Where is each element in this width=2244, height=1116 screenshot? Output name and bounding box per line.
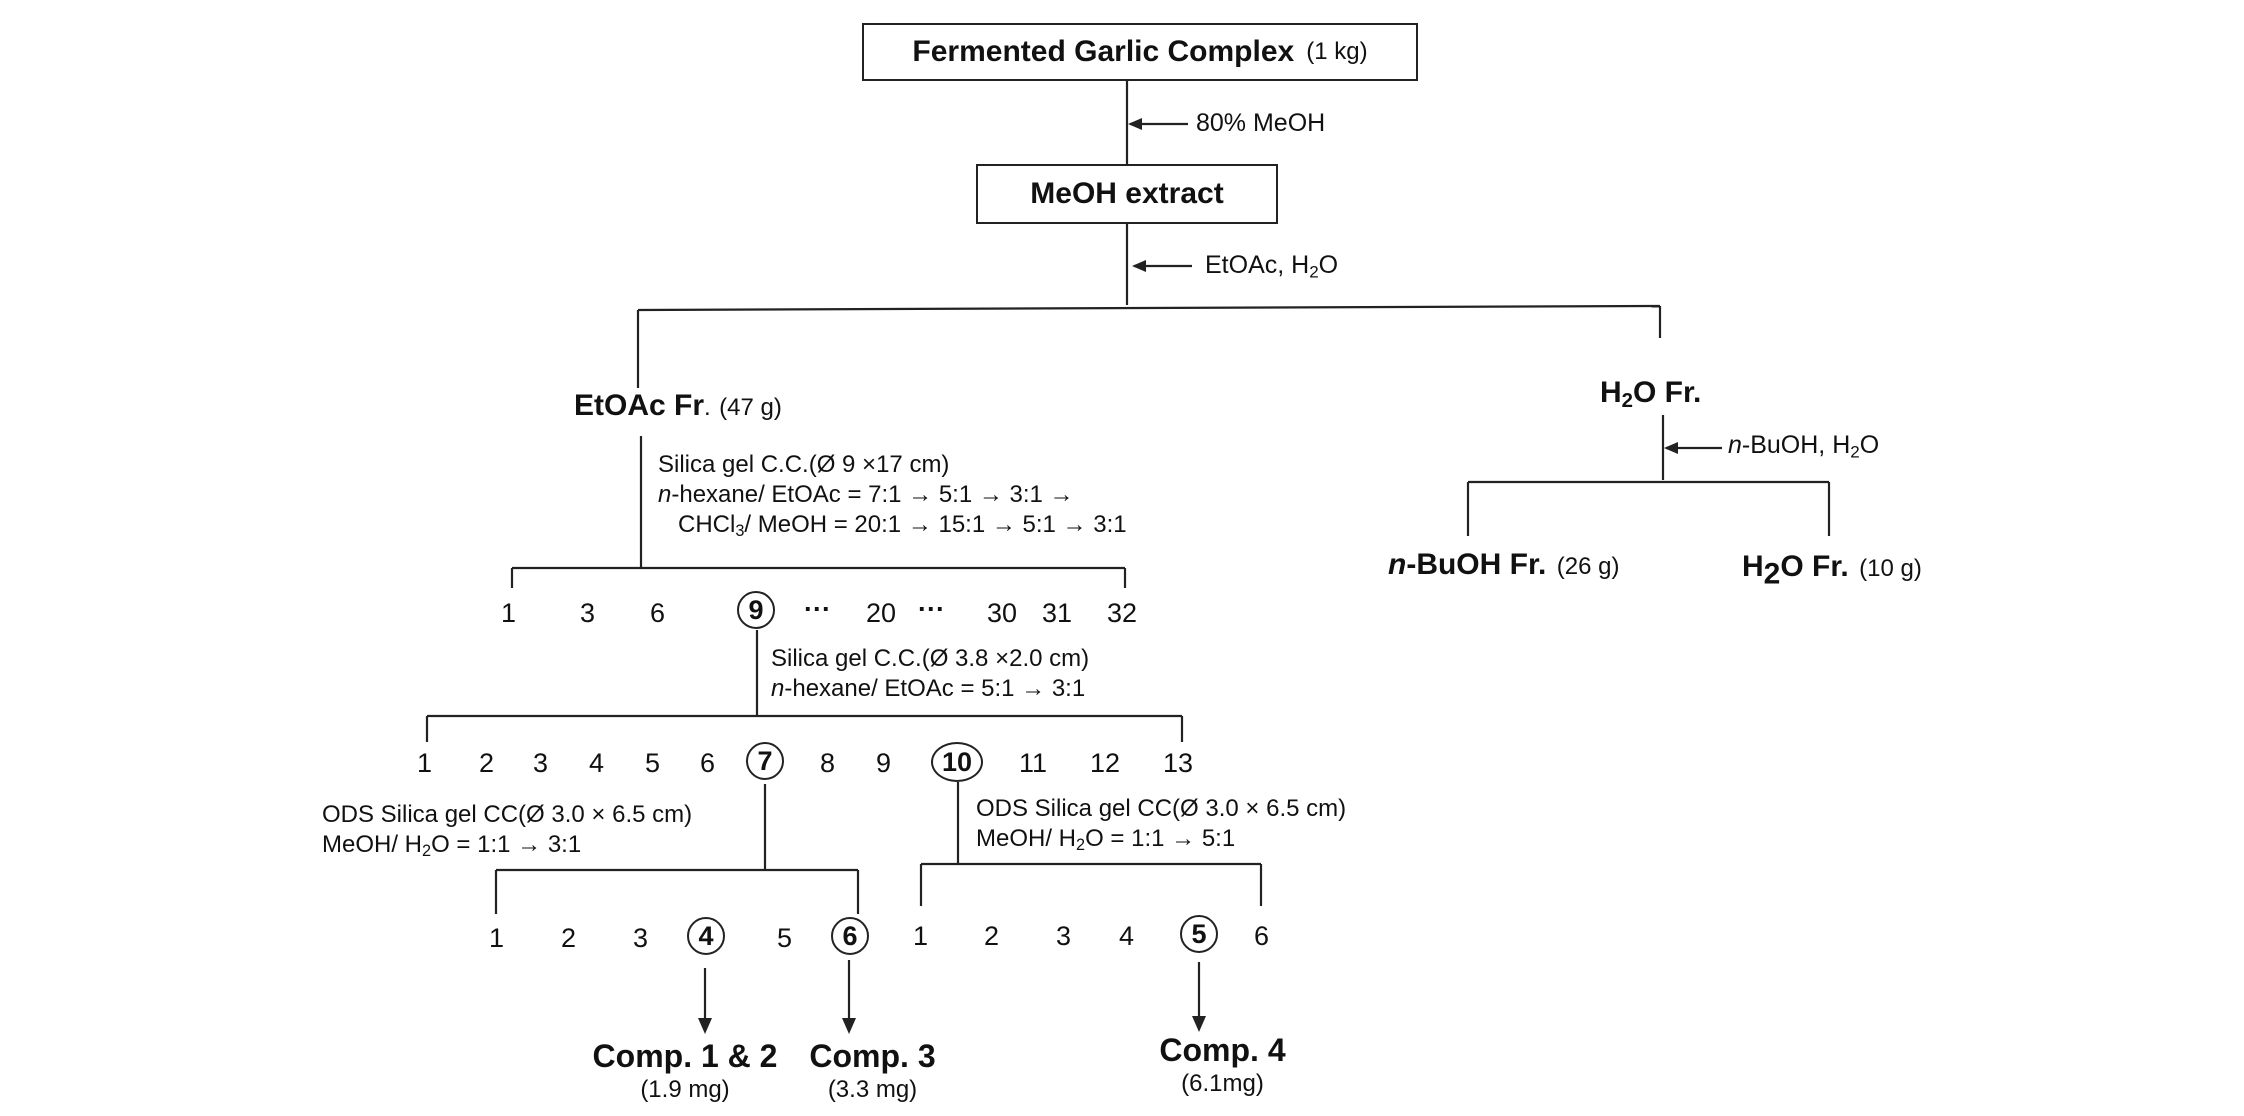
row3b-frac-6: 6 [1254,921,1270,951]
compound-3: Comp. 3 (3.3 mg) [809,1038,936,1103]
start-material-box: Fermented Garlic Complex (1 kg) [862,23,1418,81]
row3a-frac-6-circled: 6 [831,917,869,955]
row1-frac-32: 32 [1107,598,1138,628]
row1-frac-6: 6 [650,598,666,628]
row2-frac-4: 4 [589,748,605,778]
row1-frac-30: 30 [987,598,1018,628]
butanol-reagent: n-BuOH, H2O [1728,431,1880,462]
row3a-frac-4-circled: 4 [687,917,725,955]
row3a-frac-1: 1 [489,923,505,953]
row3b-frac-5-circled: 5 [1180,915,1218,953]
column-condition-2: Silica gel C.C.(Ø 3.8 ×2.0 cm) n-hexane/… [771,645,1090,702]
compound-1-2: Comp. 1 & 2 (1.9 mg) [592,1038,778,1103]
step1-reagent: 80% MeOH [1196,109,1326,137]
meoh-extract-label: MeOH extract [1030,177,1224,210]
meoh-extract-box: MeOH extract [976,164,1278,224]
row2-frac-12: 12 [1090,748,1121,778]
row1-frac-9-circled: 9 [737,591,775,629]
h2o-fraction-final: H2O Fr. (10 g) [1742,550,1922,591]
row3b-frac-4: 4 [1119,921,1135,951]
column-condition-4: ODS Silica gel CC(Ø 3.0 × 6.5 cm) MeOH/ … [976,795,1347,855]
row1-frac-31: 31 [1042,598,1073,628]
row3b-frac-2: 2 [984,921,1000,951]
start-material-amount: (1 kg) [1306,38,1368,65]
row1-frac-1: 1 [501,598,517,628]
row3a-frac-2: 2 [561,923,577,953]
row1-ellipsis-1: ··· [804,594,831,624]
row2-frac-5: 5 [645,748,661,778]
step2-reagent: EtOAc, H2O [1205,251,1339,282]
row2-frac-2: 2 [479,748,495,778]
row2-frac-7-circled: 7 [746,742,784,780]
row1-frac-3: 3 [580,598,596,628]
column-condition-1: Silica gel C.C.(Ø 9 ×17 cm) n-hexane/ Et… [658,451,1127,541]
h2o-fraction: H2O Fr. [1600,376,1702,413]
row2-frac-6: 6 [700,748,716,778]
row2-frac-11: 11 [1019,748,1048,778]
row2-frac-8: 8 [820,748,836,778]
row3b-frac-3: 3 [1056,921,1072,951]
compound-4: Comp. 4 (6.1mg) [1159,1032,1286,1097]
row2-frac-10-circled: 10 [931,742,983,782]
row2-frac-13: 13 [1163,748,1194,778]
row3b-frac-1: 1 [913,921,929,951]
butanol-fraction: n-BuOH Fr. (26 g) [1388,548,1620,581]
row1-ellipsis-2: ··· [918,594,945,624]
etoac-fraction: EtOAc Fr. (47 g) [574,389,782,422]
row2-frac-1: 1 [417,748,433,778]
row2-frac-9: 9 [876,748,892,778]
row3a-frac-3: 3 [633,923,649,953]
row2-frac-3: 3 [533,748,549,778]
start-material-name: Fermented Garlic Complex [912,35,1295,68]
column-condition-3: ODS Silica gel CC(Ø 3.0 × 6.5 cm) MeOH/ … [322,801,693,861]
row1-frac-20: 20 [866,598,897,628]
row3a-frac-5: 5 [777,923,793,953]
